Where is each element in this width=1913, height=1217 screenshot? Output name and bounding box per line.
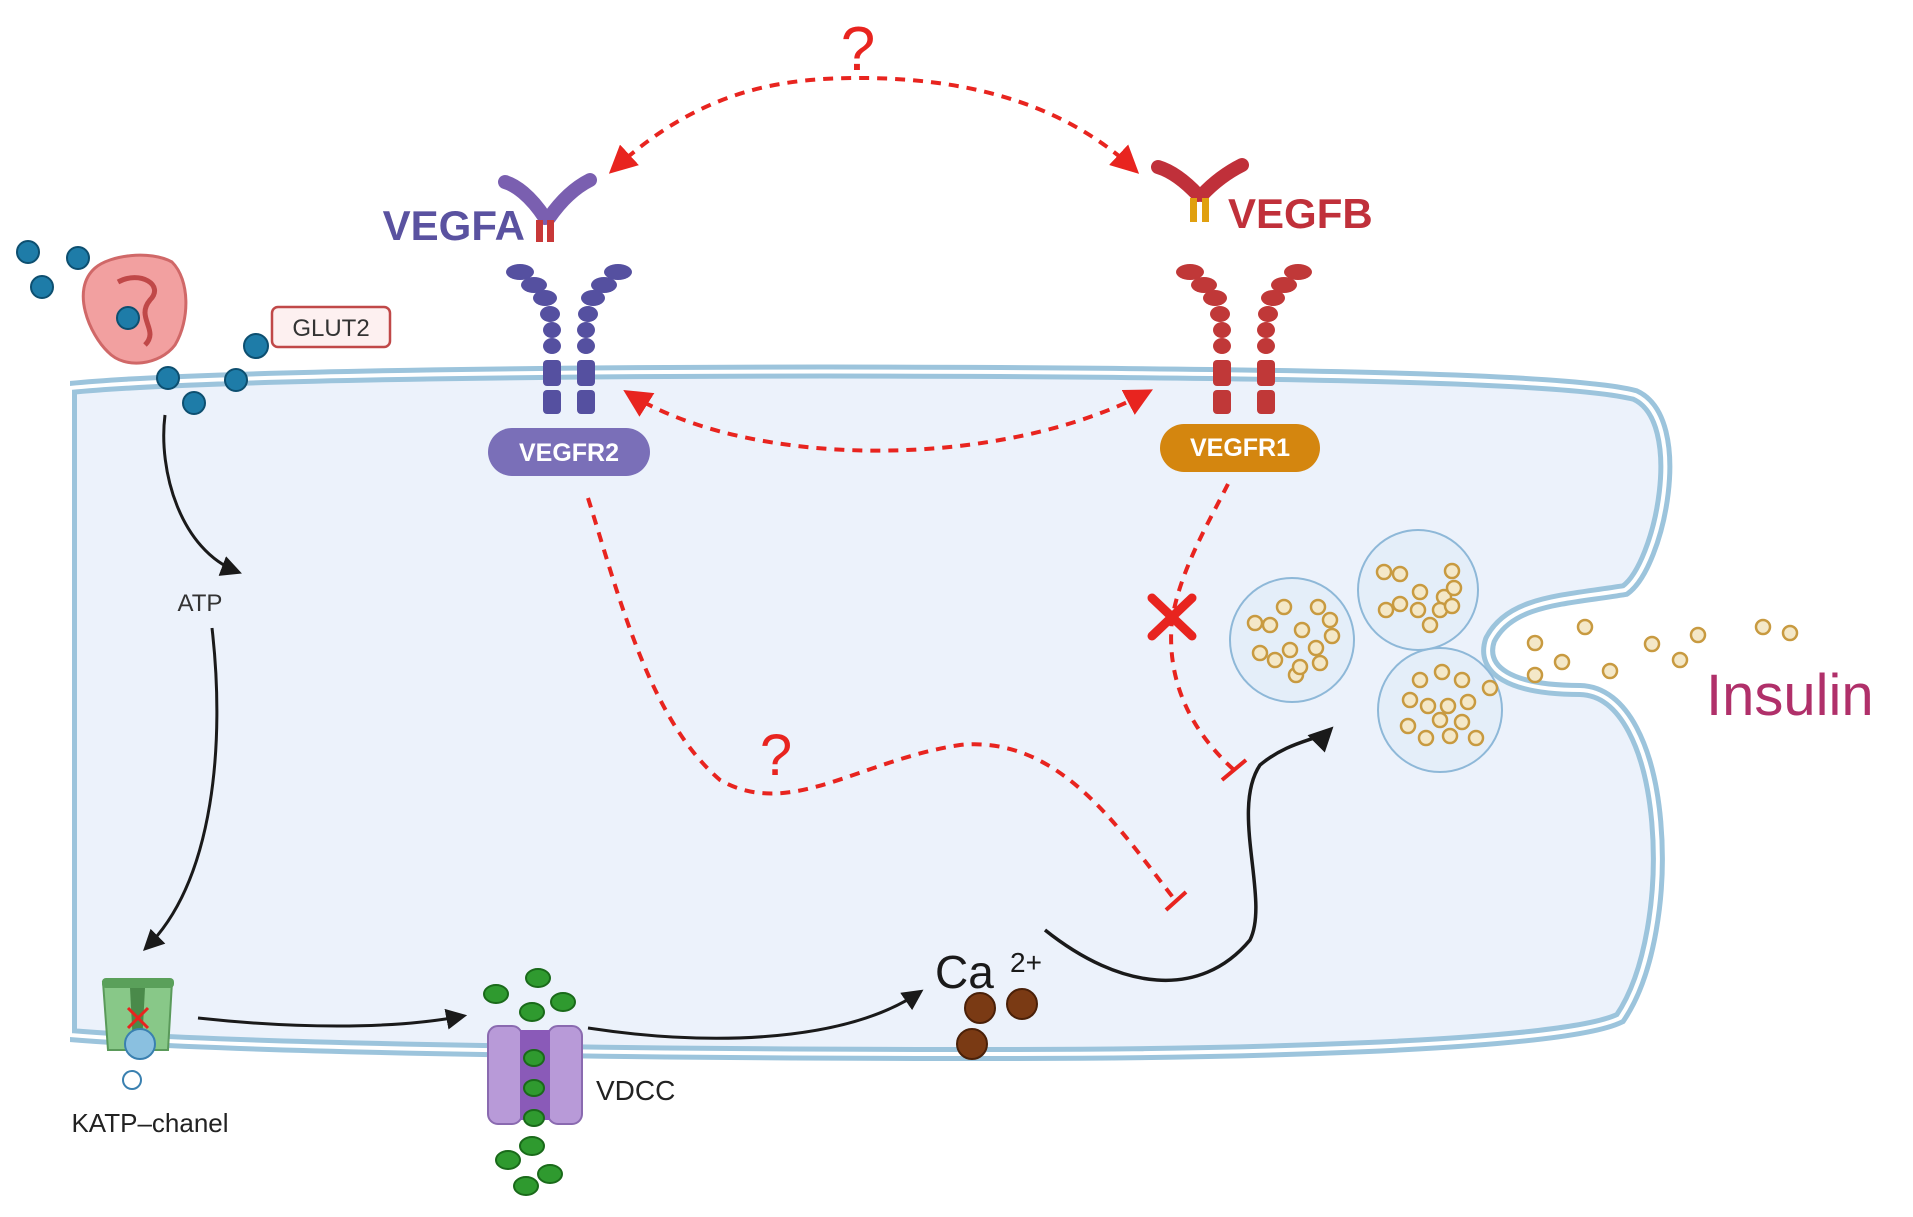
calcium-symbol: Ca xyxy=(935,946,994,998)
vegfb-ligand-icon xyxy=(1151,158,1249,222)
inhibit-bar-vegfr1 xyxy=(1220,758,1248,782)
vegfr2-receptor-icon xyxy=(506,264,632,414)
beta-cell xyxy=(0,360,1673,1062)
question-mark-top: ? xyxy=(841,15,875,84)
vegfb-label: VEGFB xyxy=(1228,190,1373,237)
vegfr2-label: VEGFR2 xyxy=(519,439,619,467)
calcium-label: Ca xyxy=(935,946,994,998)
katp-label: KATP–chanel xyxy=(71,1108,228,1138)
arrow-vdcc-to-calcium xyxy=(587,989,924,1040)
vegfa-ligand-icon xyxy=(498,173,597,242)
vegfa-label: VEGFA xyxy=(383,202,525,249)
vdcc-ions xyxy=(483,968,576,1196)
vegfr2-badge: VEGFR2 xyxy=(488,428,650,476)
vdcc-channel-icon xyxy=(487,1025,583,1125)
arrow-calcium-to-secretion xyxy=(1043,726,1334,982)
vegfr1-receptor-icon xyxy=(1176,264,1312,414)
katp-channel-icon xyxy=(101,978,174,1090)
dashed-inhibit-vegfr2 xyxy=(586,497,1177,902)
vegfr1-label: VEGFR1 xyxy=(1190,434,1290,462)
calcium-ions xyxy=(956,988,1038,1060)
insulin-granule-vesicles xyxy=(1229,529,1799,773)
glut2-tag: GLUT2 xyxy=(270,305,392,349)
arrow-katp-to-vdcc xyxy=(197,1008,468,1030)
dashed-arrow-vegfr2-vegfr1 xyxy=(623,389,1153,453)
calcium-charge: 2+ xyxy=(1010,947,1042,978)
glucose-molecules xyxy=(16,240,269,415)
blocked-cross-icon xyxy=(1147,593,1197,641)
vdcc-label: VDCC xyxy=(596,1075,675,1106)
vesicle xyxy=(1357,529,1479,651)
secreted-insulin-granules xyxy=(1526,618,1799,684)
inhibit-bar-vegfr2 xyxy=(1164,890,1188,912)
arrow-atp-to-katp xyxy=(143,627,219,951)
arrow-glucose-to-atp xyxy=(162,414,242,576)
insulin-label: Insulin xyxy=(1706,663,1874,728)
vesicle xyxy=(1229,577,1355,703)
question-mark-middle: ? xyxy=(760,723,792,788)
vegfr1-badge: VEGFR1 xyxy=(1160,424,1320,472)
atp-label: ATP xyxy=(178,590,223,617)
dashed-arrow-vegfa-vegfb xyxy=(608,75,1140,174)
glut2-label: GLUT2 xyxy=(292,315,369,342)
vesicle xyxy=(1377,647,1503,773)
